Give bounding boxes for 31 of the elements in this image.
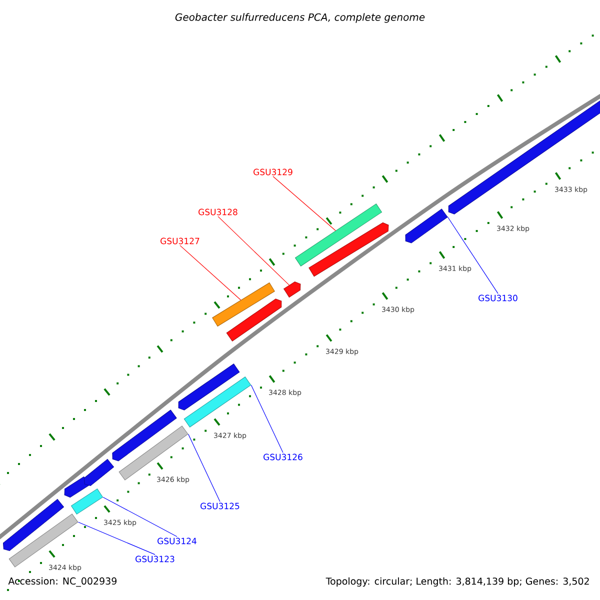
gene-label: GSU3123 — [136, 556, 174, 562]
leader-line — [272, 176, 336, 231]
gene-label: GSU3127 — [160, 238, 200, 244]
gene-block — [178, 364, 240, 410]
leader-line — [102, 496, 178, 537]
leader-line — [180, 245, 242, 300]
title: Geobacter sulfurreducens PCA, complete genome — [175, 13, 425, 23]
gene-label: GSU3126 — [264, 454, 302, 460]
gene-bar — [71, 488, 103, 514]
gene-block — [64, 476, 90, 498]
gene-bar — [295, 204, 382, 266]
leader-line — [447, 216, 498, 294]
gene-label: GSU3129 — [254, 168, 292, 176]
footer-text: Accession: NC_002939 — [8, 577, 116, 587]
gene-block — [3, 498, 64, 552]
gene-block — [308, 222, 389, 277]
gene-block — [405, 208, 448, 244]
gene-block — [284, 282, 301, 298]
gene-label: GSU3128 — [198, 208, 238, 216]
gene-label: GSU3130 — [478, 294, 518, 302]
gene-bar — [184, 376, 252, 428]
gene-bar — [212, 282, 275, 326]
leader-line — [78, 522, 156, 555]
gene-block — [226, 298, 282, 342]
leader-line — [250, 384, 284, 453]
leader-line — [218, 216, 290, 286]
gene-label: GSU3124 — [158, 538, 196, 544]
gene-block — [84, 458, 114, 486]
gene-block — [112, 410, 177, 462]
gene-label: GSU3125 — [200, 502, 240, 510]
footer-text: Topology: circular; Length: 3,814,139 bp; Genes: 3,502 — [326, 577, 589, 587]
